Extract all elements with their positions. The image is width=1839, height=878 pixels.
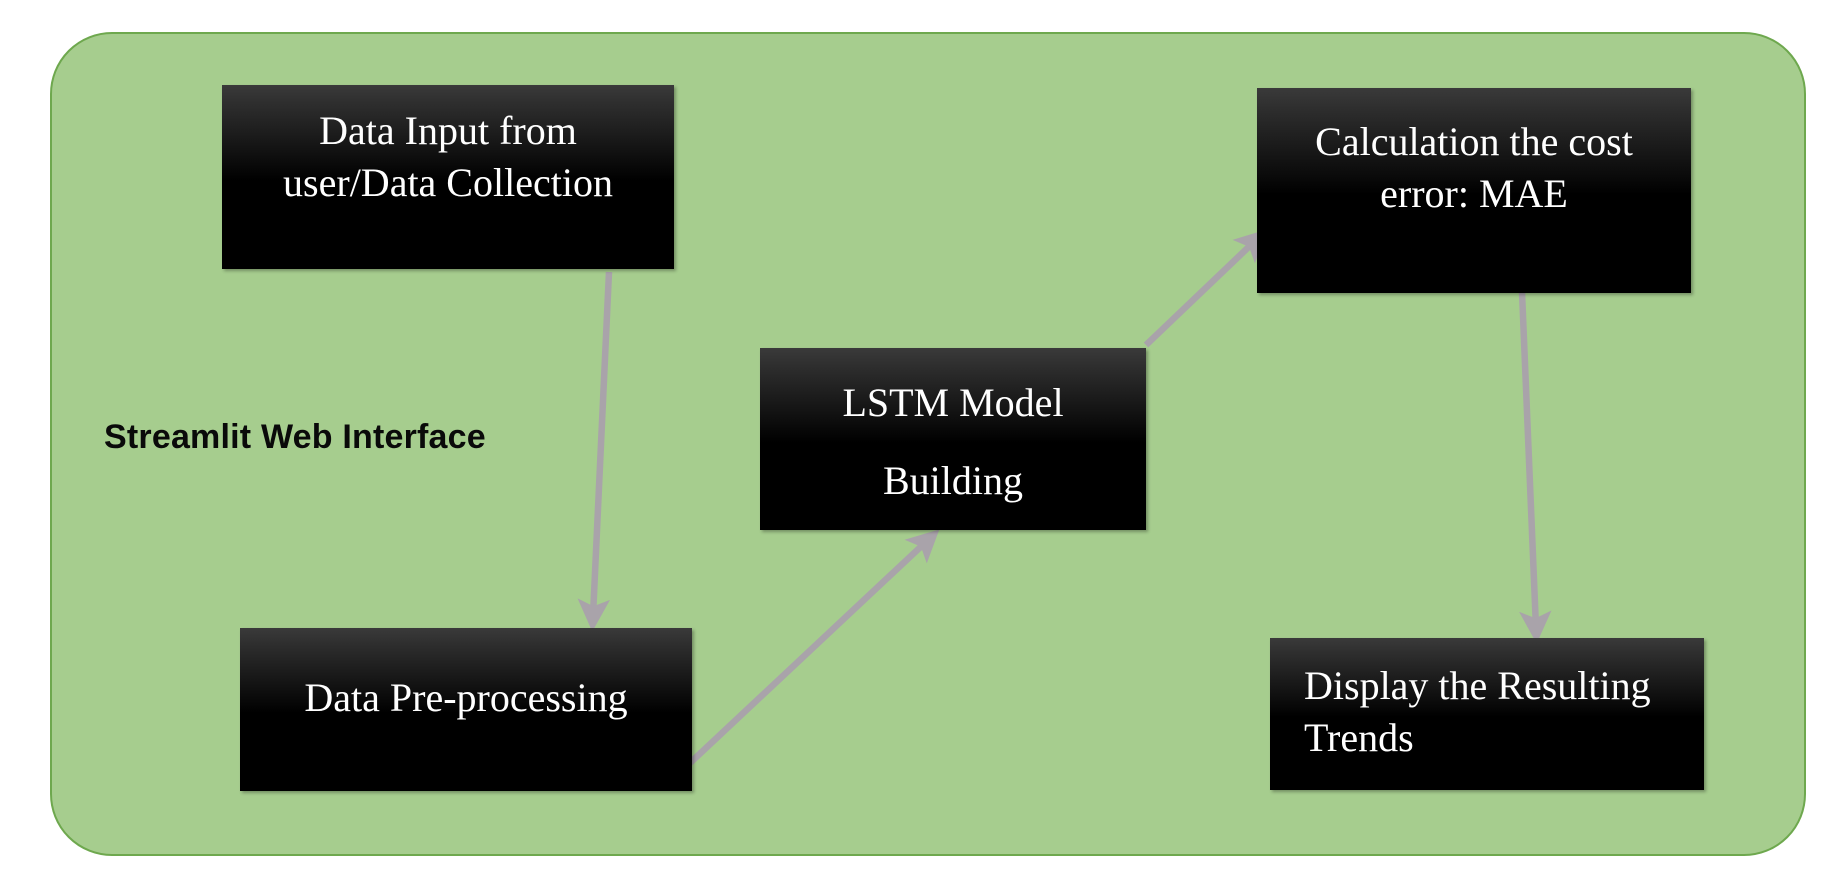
node-data-preprocessing[interactable]: Data Pre-processing (240, 628, 692, 791)
node-data-input[interactable]: Data Input from user/Data Collection (222, 85, 674, 269)
node-cost-error[interactable]: Calculation the cost error: MAE (1257, 88, 1691, 293)
node-data-preprocessing-label: Data Pre-processing (304, 675, 628, 720)
node-lstm-model-building[interactable]: LSTM Model Building (760, 348, 1146, 530)
panel-label-streamlit-web-interface: Streamlit Web Interface (104, 418, 486, 456)
node-cost-error-label: Calculation the cost error: MAE (1315, 119, 1633, 216)
node-display-trends[interactable]: Display the Resulting Trends (1270, 638, 1704, 790)
node-display-trends-label: Display the Resulting Trends (1304, 663, 1651, 760)
node-data-input-label: Data Input from user/Data Collection (283, 108, 613, 205)
node-lstm-model-building-label: LSTM Model Building (842, 380, 1064, 503)
